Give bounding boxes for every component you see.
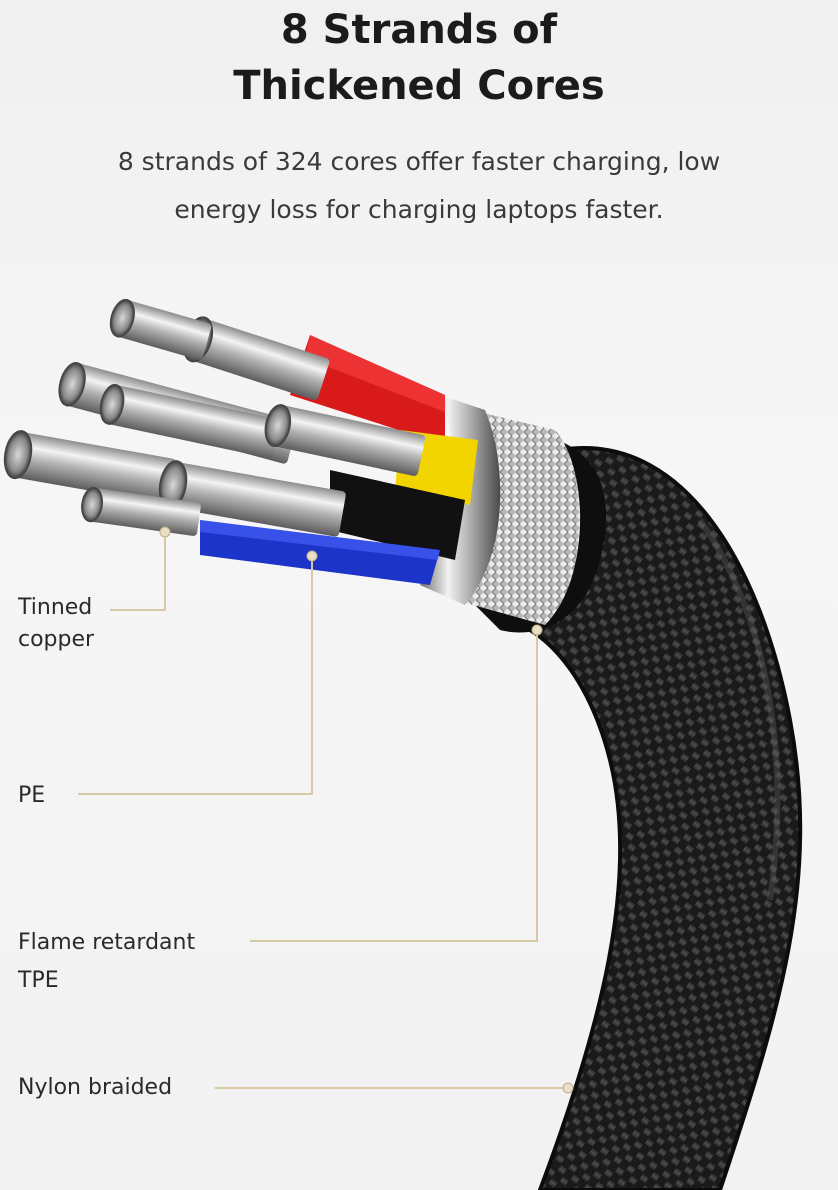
label-nylon-braided: Nylon braided (18, 1075, 173, 1100)
label-flame-retardant-tpe: Flame retardant TPE (18, 924, 195, 1000)
tinned-copper-dot (159, 526, 171, 538)
label-tinned-copper-line-2: copper (18, 627, 95, 652)
description-line-2: energy loss for charging laptops faster. (174, 195, 664, 224)
callout-dots (159, 526, 574, 1094)
description-line-1: 8 strands of 324 cores offer faster char… (117, 147, 721, 176)
description: 8 strands of 324 cores offer faster char… (0, 138, 838, 234)
tinned-copper-strands (3, 298, 426, 537)
pe-cores (200, 335, 478, 585)
tinned-copper-leader (110, 532, 166, 611)
braided-jacket (497, 446, 803, 1190)
label-flame-retardant-line-2: TPE (18, 968, 59, 993)
label-pe: PE (18, 783, 46, 808)
page-title-line-1: 8 Strands of (280, 7, 558, 53)
pe-dot (306, 550, 318, 562)
tpe-leader (250, 630, 538, 942)
label-flame-retardant-line-1: Flame retardant (18, 930, 196, 955)
callout-lines (78, 532, 568, 1089)
label-tinned-copper-line-1: Tinned (18, 595, 93, 620)
page-title: 8 Strands of Thickened Cores (0, 2, 838, 114)
pe-leader (78, 556, 313, 795)
tpe-dot (531, 624, 543, 636)
page-title-line-2: Thickened Cores (233, 63, 605, 109)
label-tinned-copper: Tinned copper (18, 592, 94, 656)
nylon-dot (562, 1082, 574, 1094)
